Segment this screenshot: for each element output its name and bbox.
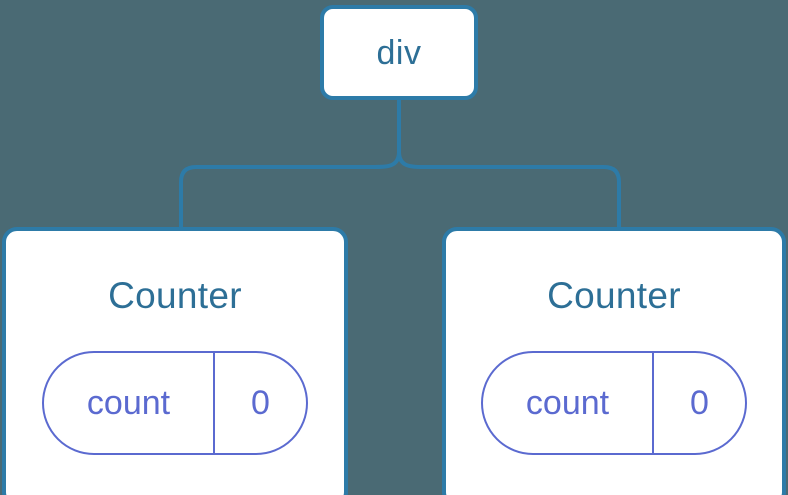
connector-branch-right (397, 151, 621, 229)
state-value-right: 0 (690, 384, 709, 422)
node-counter-left[interactable]: Counter count 0 (2, 227, 348, 495)
counter-title-left: Counter (108, 275, 242, 316)
state-pill-right[interactable]: count 0 (481, 351, 747, 455)
node-root-div[interactable]: div (320, 5, 478, 100)
node-counter-right[interactable]: Counter count 0 (442, 227, 786, 495)
state-key-left: count (44, 353, 215, 453)
state-value-left: 0 (251, 384, 270, 422)
node-root-label: div (376, 33, 422, 72)
counter-title-right: Counter (547, 275, 681, 316)
state-pill-left[interactable]: count 0 (42, 351, 308, 455)
connector-branch-left (179, 151, 401, 229)
state-key-right: count (483, 353, 654, 453)
